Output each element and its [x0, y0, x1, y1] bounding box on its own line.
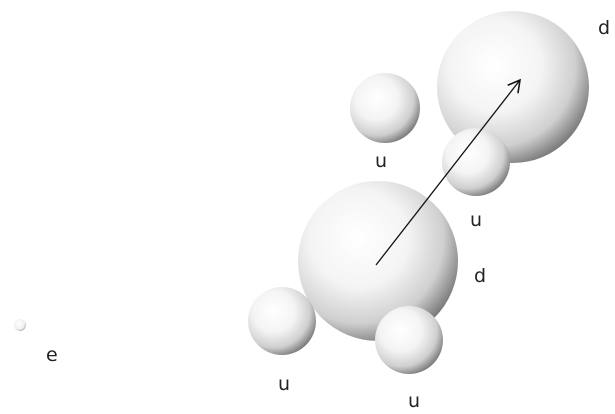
label-d-top: d [598, 17, 610, 39]
label-e: e [46, 344, 58, 366]
electron-sphere [14, 319, 26, 331]
label-u-small-top: u [375, 150, 387, 172]
label-d-center: d [474, 265, 486, 287]
u-quark-sphere-mid [442, 128, 510, 196]
u-quark-sphere-top [350, 73, 420, 143]
label-u-bottom-left: u [278, 373, 290, 395]
label-u-bottom-right: u [408, 390, 420, 412]
u-quark-sphere-bottom-left [248, 287, 316, 355]
label-u-mid: u [470, 209, 482, 231]
u-quark-sphere-bottom-right [375, 306, 443, 374]
